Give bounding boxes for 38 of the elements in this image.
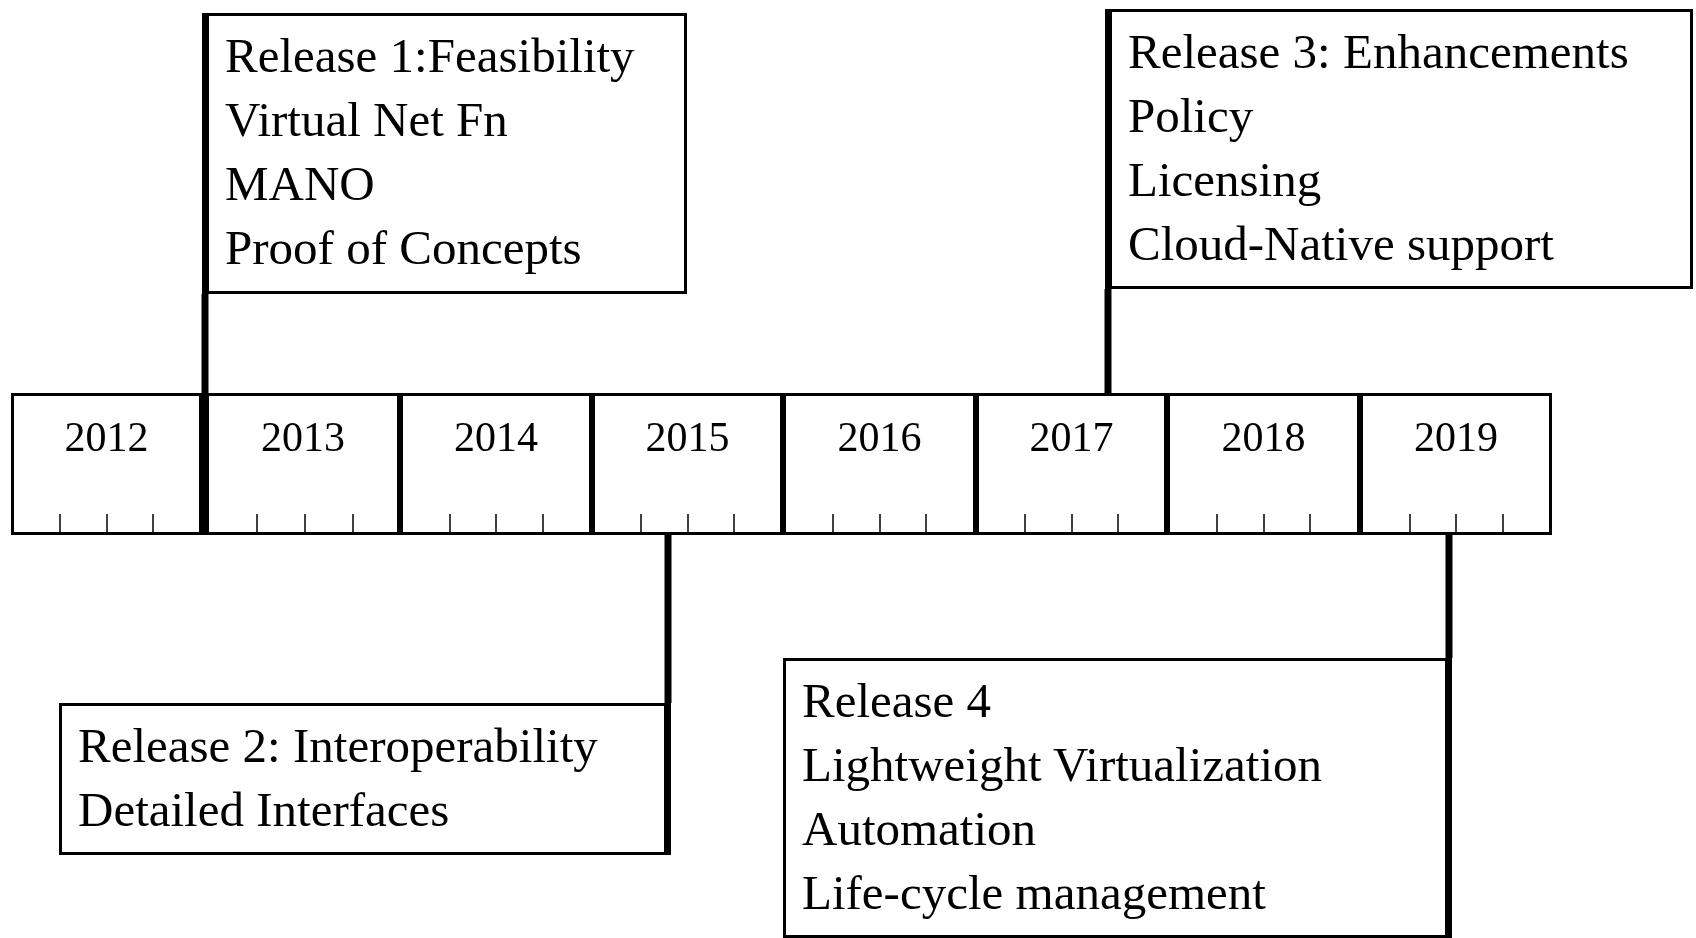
connector-line	[1445, 535, 1453, 658]
release-heading: Release 4	[802, 672, 993, 730]
year-label: 2018	[1220, 416, 1307, 458]
year-segment	[11, 393, 202, 535]
feature-item: Virtual Net Fn	[225, 91, 509, 149]
connector-line	[1104, 289, 1112, 393]
year-segment	[976, 393, 1167, 535]
feature-item: Policy	[1128, 87, 1255, 145]
year-segment	[1360, 393, 1552, 535]
release-box	[59, 703, 671, 855]
release-heading: Release 3: Enhancements	[1128, 23, 1630, 81]
connector-line	[664, 535, 672, 703]
year-segment	[1167, 393, 1360, 535]
year-label: 2014	[453, 416, 539, 458]
feature-item: Proof of Concepts	[225, 219, 583, 277]
year-label: 2019	[1413, 416, 1499, 458]
year-label: 2013	[260, 416, 346, 458]
year-segment	[400, 393, 592, 535]
year-label: 2015	[644, 416, 731, 458]
feature-item: MANO	[225, 155, 376, 213]
release-box	[1105, 9, 1693, 289]
year-segment	[783, 393, 976, 535]
feature-item: Detailed Interfaces	[78, 781, 451, 839]
release-box	[202, 13, 687, 294]
release-heading: Release 2: Interoperability	[78, 717, 599, 775]
feature-item: Lightweight Virtualization	[802, 736, 1324, 794]
release-box	[783, 658, 1452, 938]
feature-item: Cloud-Native support	[1128, 215, 1555, 273]
release-heading: Release 1:Feasibility	[225, 27, 636, 85]
year-segment	[592, 393, 783, 535]
year-label: 2016	[836, 416, 923, 458]
feature-item: Licensing	[1128, 151, 1323, 209]
year-label: 2017	[1028, 416, 1115, 458]
feature-item: Life-cycle management	[802, 864, 1267, 922]
connector-line	[201, 294, 209, 393]
year-label: 2012	[63, 416, 150, 458]
year-segment	[202, 393, 400, 535]
feature-item: Automation	[802, 800, 1038, 858]
